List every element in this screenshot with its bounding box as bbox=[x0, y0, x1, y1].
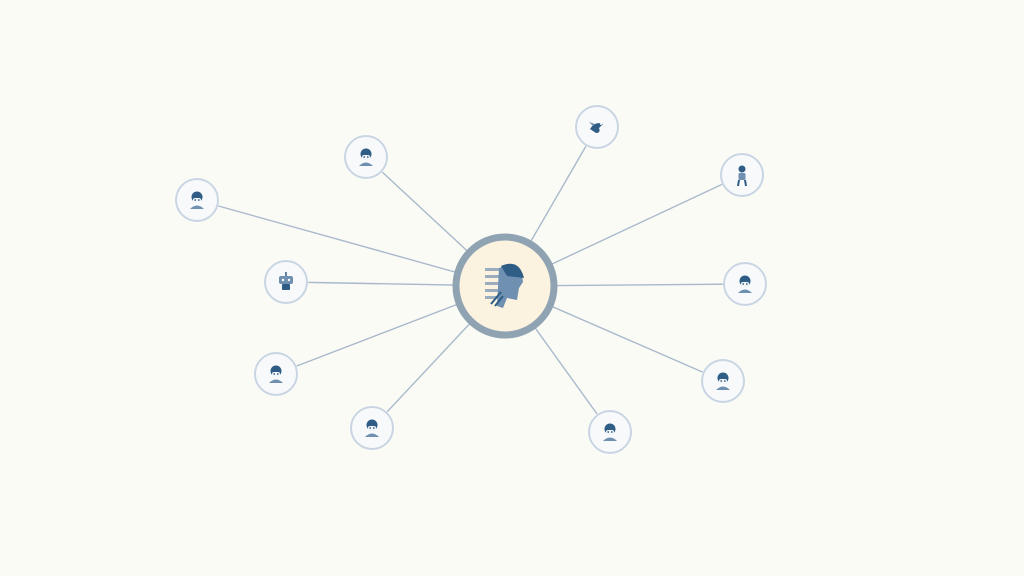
node-n2[interactable] bbox=[343, 134, 389, 180]
person-avatar-icon bbox=[365, 419, 379, 437]
node-layer bbox=[174, 104, 768, 455]
bird-icon bbox=[589, 122, 603, 133]
node-n6[interactable] bbox=[722, 261, 768, 307]
edge-n1 bbox=[196, 199, 506, 287]
person-avatar-icon bbox=[603, 423, 617, 441]
person-avatar-icon bbox=[359, 148, 373, 166]
node-n7[interactable] bbox=[253, 351, 299, 397]
node-n1[interactable] bbox=[174, 177, 220, 223]
hub-node[interactable] bbox=[452, 233, 558, 339]
node-n8[interactable] bbox=[700, 358, 746, 404]
node-n5[interactable] bbox=[263, 259, 309, 305]
node-n4[interactable] bbox=[719, 152, 765, 198]
robot-icon bbox=[279, 272, 293, 290]
person-standing-icon bbox=[737, 165, 747, 187]
person-avatar-icon bbox=[738, 275, 752, 293]
person-avatar-icon bbox=[269, 365, 283, 383]
node-n9[interactable] bbox=[349, 405, 395, 451]
person-avatar-icon bbox=[190, 191, 204, 209]
node-n3[interactable] bbox=[574, 104, 620, 150]
person-profile-with-document-icon bbox=[485, 263, 524, 308]
person-avatar-icon bbox=[716, 372, 730, 390]
node-n10[interactable] bbox=[587, 409, 633, 455]
